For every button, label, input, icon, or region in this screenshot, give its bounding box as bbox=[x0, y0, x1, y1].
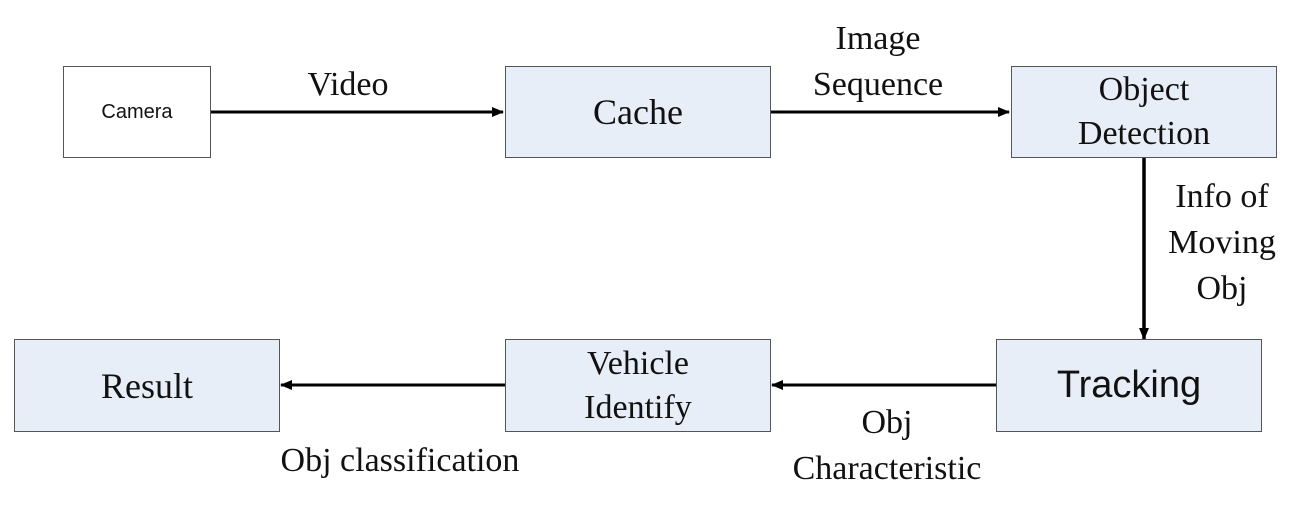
cache-label: Cache bbox=[593, 92, 683, 132]
cache-node: Cache bbox=[505, 66, 771, 158]
camera-node: Camera bbox=[63, 66, 211, 158]
object-detection-label: Object Detection bbox=[1077, 71, 1211, 152]
result-node: Result bbox=[14, 339, 280, 432]
result-label: Result bbox=[100, 365, 193, 406]
camera-label: Camera bbox=[101, 100, 173, 123]
obj-characteristic-label: Obj Characteristic bbox=[792, 404, 982, 487]
image-sequence-label: Image Sequence bbox=[812, 20, 944, 103]
vehicle-identify-label: Vehicle Identify bbox=[584, 344, 692, 426]
video-label: Video bbox=[307, 66, 389, 103]
obj-classification-label: Obj classification bbox=[280, 442, 520, 479]
tracking-node: Tracking bbox=[996, 339, 1262, 432]
vehicle-identify-node: Vehicle Identify bbox=[505, 339, 771, 432]
object-detection-node: Object Detection bbox=[1011, 66, 1277, 158]
tracking-label: Tracking bbox=[1056, 364, 1202, 406]
info-moving-obj-label: Info of Moving Obj bbox=[1168, 178, 1276, 307]
